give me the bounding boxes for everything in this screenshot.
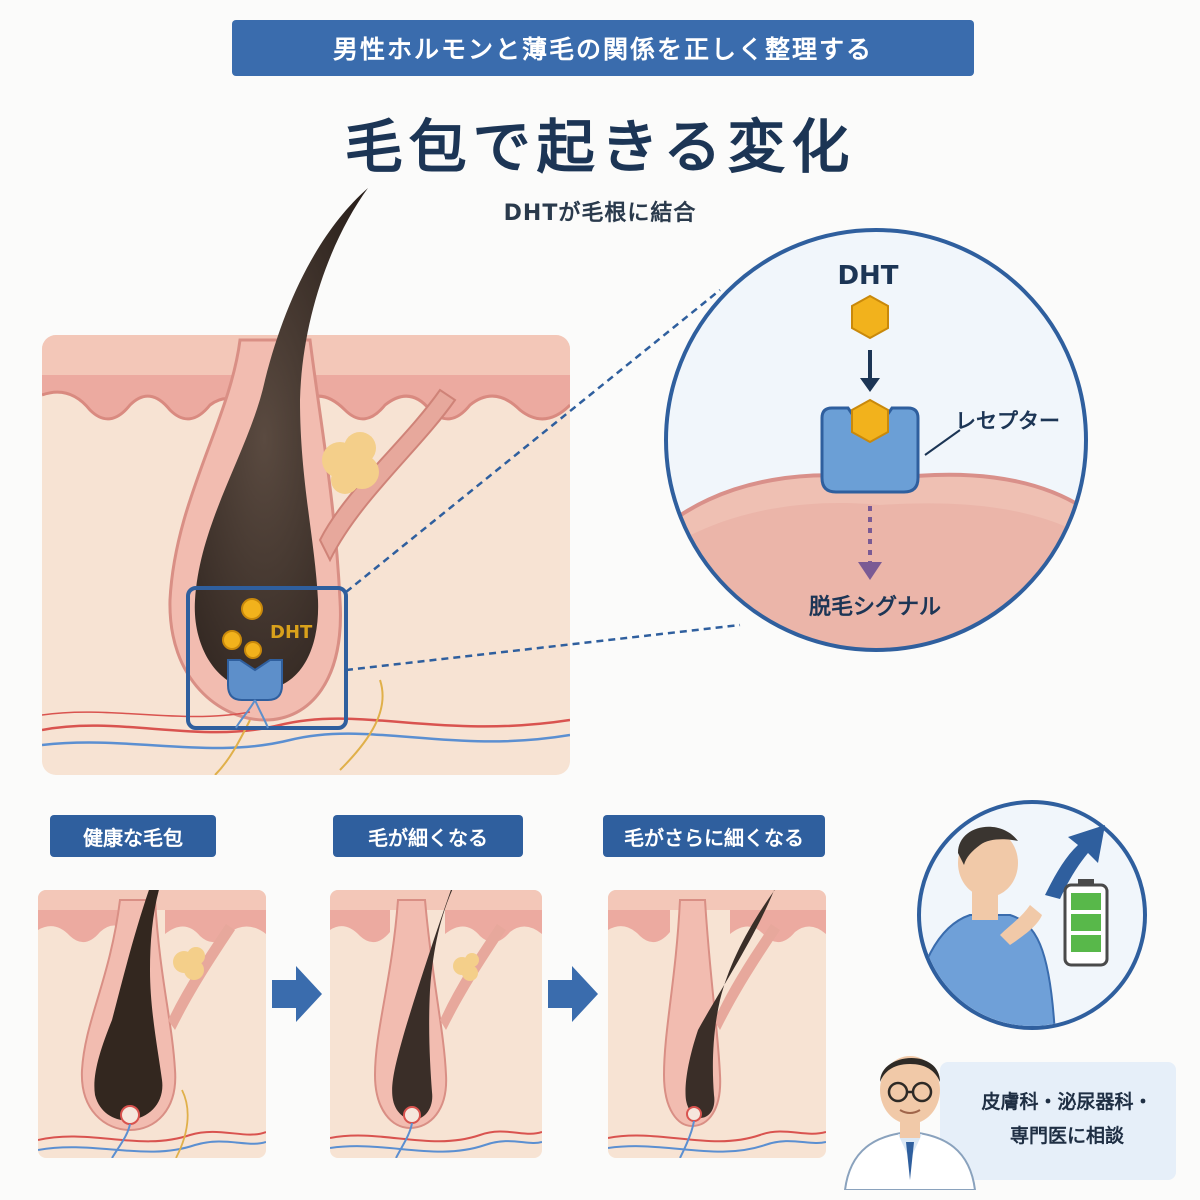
- stage-label-thinning: 毛が細くなる: [333, 815, 523, 857]
- dht-molecule-zoom: [851, 294, 889, 340]
- sebaceous-gland: [322, 432, 379, 494]
- stage-panel-healthy: [38, 890, 266, 1158]
- header-banner: 男性ホルモンと薄毛の関係を正しく整理する: [232, 20, 974, 76]
- dht-molecule: [241, 598, 263, 620]
- zoom-dht-label: DHT: [837, 261, 898, 291]
- receptor-icon: [227, 659, 283, 701]
- page-title: 毛包で起きる変化: [344, 113, 856, 181]
- signal-label: 脱毛シグナル: [809, 594, 941, 620]
- dht-molecule: [222, 630, 242, 650]
- stage-label-healthy: 健康な毛包: [50, 815, 216, 857]
- dht-molecule: [244, 641, 262, 659]
- arrow-down-icon: [860, 378, 880, 392]
- stage-panel-thinning: [330, 890, 542, 1158]
- consult-card: [940, 1062, 1176, 1180]
- arrow-up-icon: [1045, 825, 1105, 899]
- signal-arrow-icon: [858, 562, 882, 580]
- dht-molecule-bound: [851, 398, 889, 444]
- consult-line2: 専門医に相談: [1009, 1125, 1124, 1147]
- consult-line1: 皮膚科・泌尿器科・: [981, 1091, 1153, 1113]
- stage-panel-thinner: [608, 890, 826, 1158]
- main-follicle-diagram: DHT DHT レセプター 脱毛シグナル: [42, 188, 1088, 775]
- hair-shaft: [194, 188, 368, 690]
- dht-label-main: DHT: [270, 622, 313, 643]
- arrow-right-icon: [272, 966, 322, 1022]
- page-subtitle: DHTが毛根に結合: [503, 201, 697, 226]
- receptor-label: レセプター: [955, 409, 1060, 433]
- arrow-right-icon: [548, 966, 598, 1022]
- doctor-icon: [843, 1056, 977, 1190]
- recovery-illustration: [917, 800, 1147, 1030]
- stage-label-thinner: 毛がさらに細くなる: [603, 815, 825, 857]
- stage-panels: [38, 890, 826, 1158]
- consult-text: 皮膚科・泌尿器科・ 専門医に相談: [952, 1085, 1182, 1153]
- battery-icon: [1063, 879, 1109, 967]
- receptor-zoom: [820, 406, 920, 494]
